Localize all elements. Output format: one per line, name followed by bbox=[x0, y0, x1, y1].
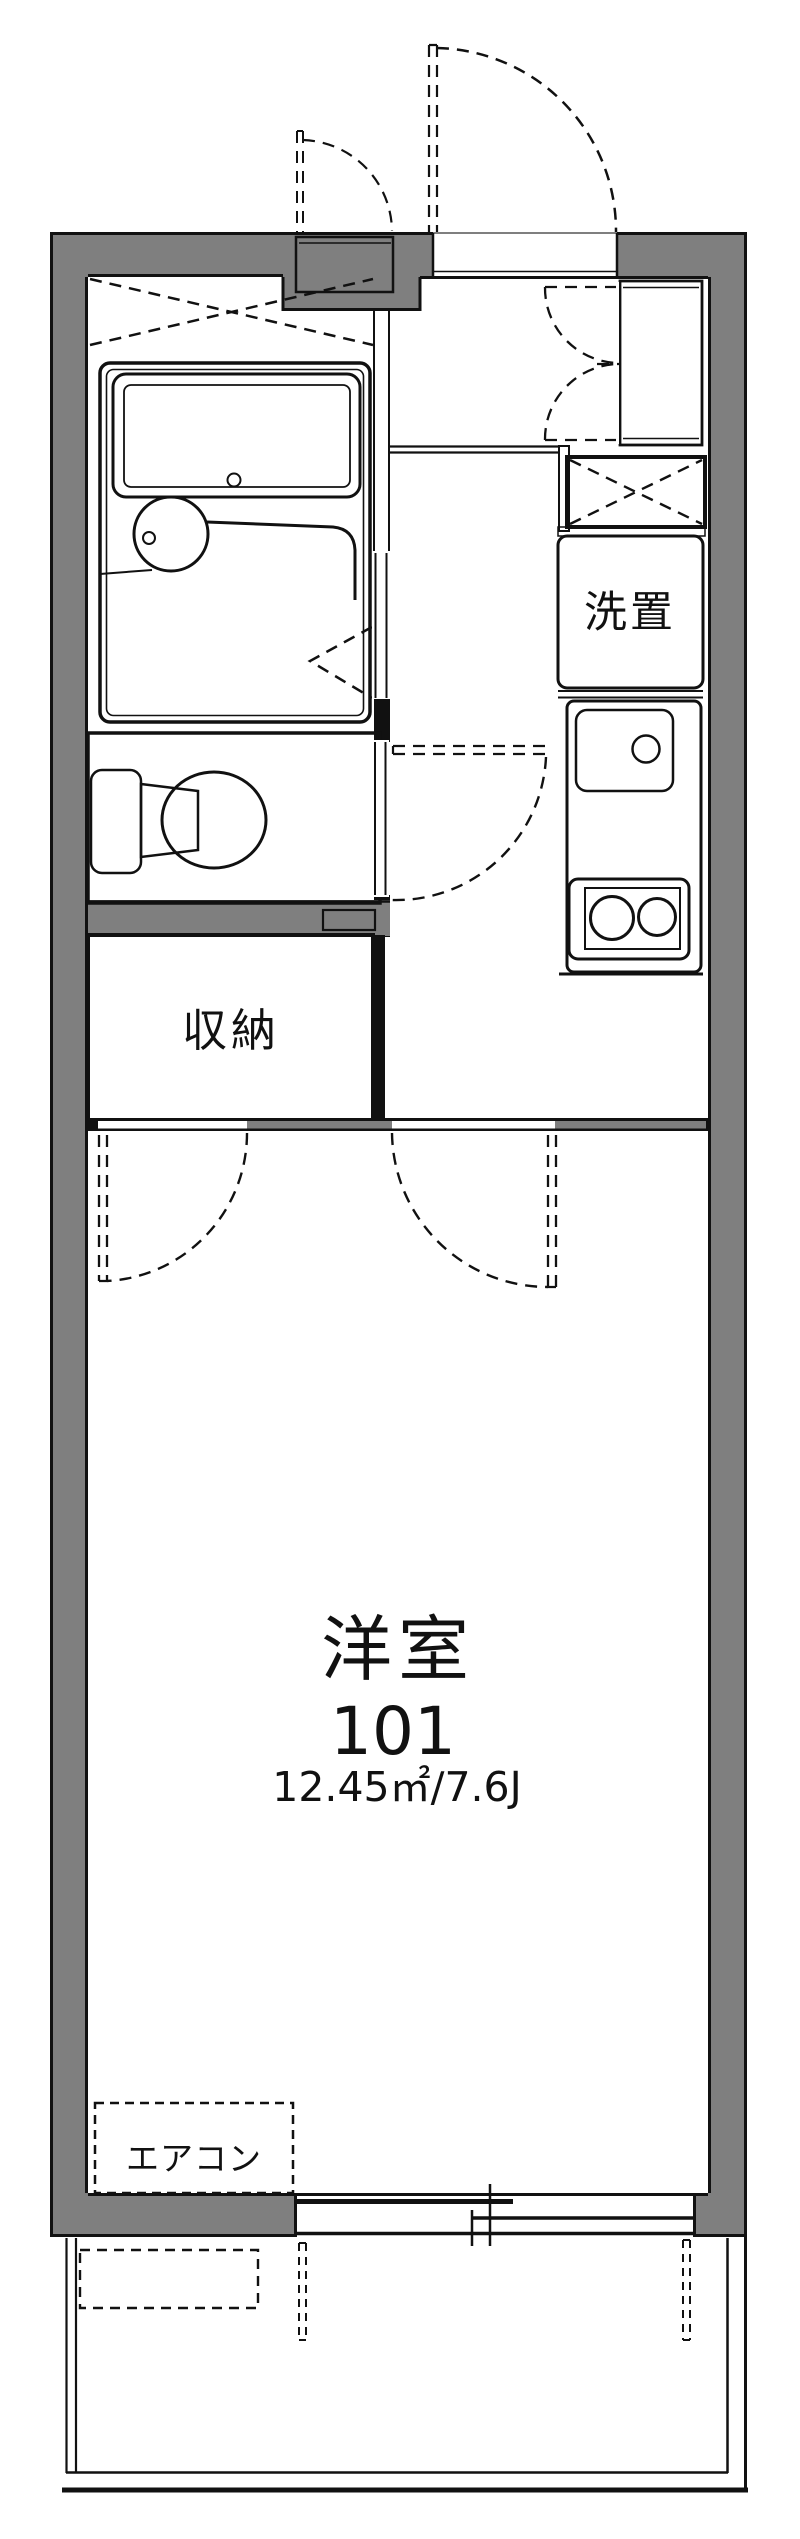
overhead-shelf-x bbox=[89, 277, 374, 347]
genkan bbox=[390, 279, 704, 454]
toilet-room-floor bbox=[86, 731, 382, 905]
wall-bath-hall bbox=[373, 309, 390, 553]
partition-opening-right bbox=[392, 1121, 555, 1129]
toilet-door-leaf bbox=[391, 744, 547, 756]
stove-top bbox=[584, 887, 681, 950]
storage-room: 収納 bbox=[86, 933, 375, 1122]
genkan-step-edge bbox=[390, 445, 560, 454]
room-door-right-arc bbox=[390, 1132, 549, 1289]
entrance-opening bbox=[433, 234, 617, 276]
stove-burner-left bbox=[589, 895, 635, 941]
shoe-cabinet-door-arc-top bbox=[543, 286, 619, 365]
bathtub bbox=[111, 372, 362, 499]
window-meeting-ticks bbox=[470, 2184, 492, 2246]
wall-niche-bulge bbox=[283, 277, 420, 311]
bath-door-panel bbox=[374, 553, 388, 698]
toilet-door-swing-arc bbox=[390, 756, 548, 902]
room-area-label: 12.45㎡/7.6J bbox=[272, 1763, 521, 1811]
shoe-cabinet-door-lines bbox=[545, 285, 620, 442]
wall-right bbox=[708, 277, 747, 2237]
washer-space: 洗置 bbox=[556, 534, 705, 699]
wall-bottom-right bbox=[693, 2193, 747, 2237]
vanity-front-edge bbox=[99, 569, 153, 575]
shoe-cabinet-inner-lines bbox=[623, 286, 699, 440]
kitchen-faucet bbox=[631, 734, 661, 764]
toilet-door-panel bbox=[374, 742, 387, 895]
kitchen-sink bbox=[574, 708, 675, 793]
partition bbox=[85, 1118, 708, 1289]
fridge-space-x bbox=[569, 458, 703, 526]
bathtub-drain bbox=[226, 472, 242, 488]
wall-outlines bbox=[50, 232, 747, 2489]
bath-door-swing-mark bbox=[307, 625, 373, 700]
bathtub-inner bbox=[123, 384, 351, 488]
entrance-door-swing-arc bbox=[436, 46, 618, 233]
main-room: 洋室 101 12.45㎡/7.6J bbox=[272, 1608, 521, 1811]
wall-bottom-left bbox=[50, 2193, 297, 2237]
toilet-base bbox=[139, 782, 200, 859]
meter-box-door-leaf bbox=[296, 130, 304, 232]
washer-space-box bbox=[556, 534, 705, 690]
washbasin bbox=[132, 495, 210, 573]
kitchen-counter bbox=[565, 699, 703, 974]
vanity-counter-edge bbox=[206, 520, 357, 600]
fridge-space bbox=[565, 455, 707, 529]
storage-label: 収納 bbox=[182, 1004, 280, 1057]
washbasin-faucet bbox=[142, 531, 156, 545]
storage-side-notch bbox=[321, 908, 377, 932]
entrance-jambs bbox=[431, 233, 619, 276]
balcony-stub-left bbox=[298, 2242, 307, 2341]
entrance-door-leaf bbox=[427, 43, 439, 232]
entrance bbox=[427, 43, 619, 276]
meter-box bbox=[294, 130, 395, 294]
balcony-stub-right bbox=[682, 2239, 691, 2341]
room-door-left-arc bbox=[106, 1132, 249, 1283]
balcony-left-rail bbox=[65, 2238, 78, 2473]
balcony bbox=[62, 2238, 748, 2493]
room-number-label: 101 bbox=[330, 1693, 456, 1770]
outline-bottom-right-chunk bbox=[693, 2193, 747, 2237]
washer-label: 洗置 bbox=[584, 588, 676, 638]
shoe-cabinet-door-arc-bottom bbox=[543, 362, 619, 441]
wall-top bbox=[50, 232, 747, 277]
room-door-right-leaf bbox=[546, 1135, 558, 1289]
kitchen bbox=[559, 699, 703, 976]
outline-niche-bulge bbox=[281, 277, 422, 311]
partition-wall-right bbox=[555, 1121, 706, 1129]
washer-kitchen-divider bbox=[558, 690, 703, 699]
aircon: エアコン bbox=[93, 2101, 295, 2195]
outline-bottom-left-chunk bbox=[50, 2193, 297, 2237]
wall-left bbox=[50, 277, 88, 2237]
bathroom-unit-inner-line bbox=[105, 368, 365, 717]
partition-wall-middle bbox=[247, 1121, 392, 1129]
room-name-label: 洋室 bbox=[321, 1608, 475, 1691]
aircon-label: エアコン bbox=[126, 2139, 262, 2178]
shoe-cabinet bbox=[618, 279, 704, 447]
wall-between-doors bbox=[374, 698, 390, 742]
balcony-hatch bbox=[78, 2248, 260, 2310]
toilet-tank bbox=[89, 768, 143, 875]
bathroom bbox=[98, 361, 391, 724]
meter-box-niche bbox=[294, 235, 395, 294]
meter-box-door-arc bbox=[302, 138, 394, 232]
aircon-box bbox=[93, 2101, 295, 2195]
bathroom-unit bbox=[98, 361, 372, 724]
stove-burner-right bbox=[637, 897, 677, 937]
fridge-space-box bbox=[565, 455, 707, 529]
toilet-bowl bbox=[160, 770, 268, 870]
walls bbox=[50, 232, 747, 2237]
room-door-left-leaf bbox=[97, 1135, 109, 1283]
balcony-window bbox=[297, 2184, 693, 2246]
toilet-room bbox=[86, 731, 548, 905]
partition-opening-left bbox=[98, 1121, 247, 1129]
stove-unit bbox=[567, 877, 691, 961]
